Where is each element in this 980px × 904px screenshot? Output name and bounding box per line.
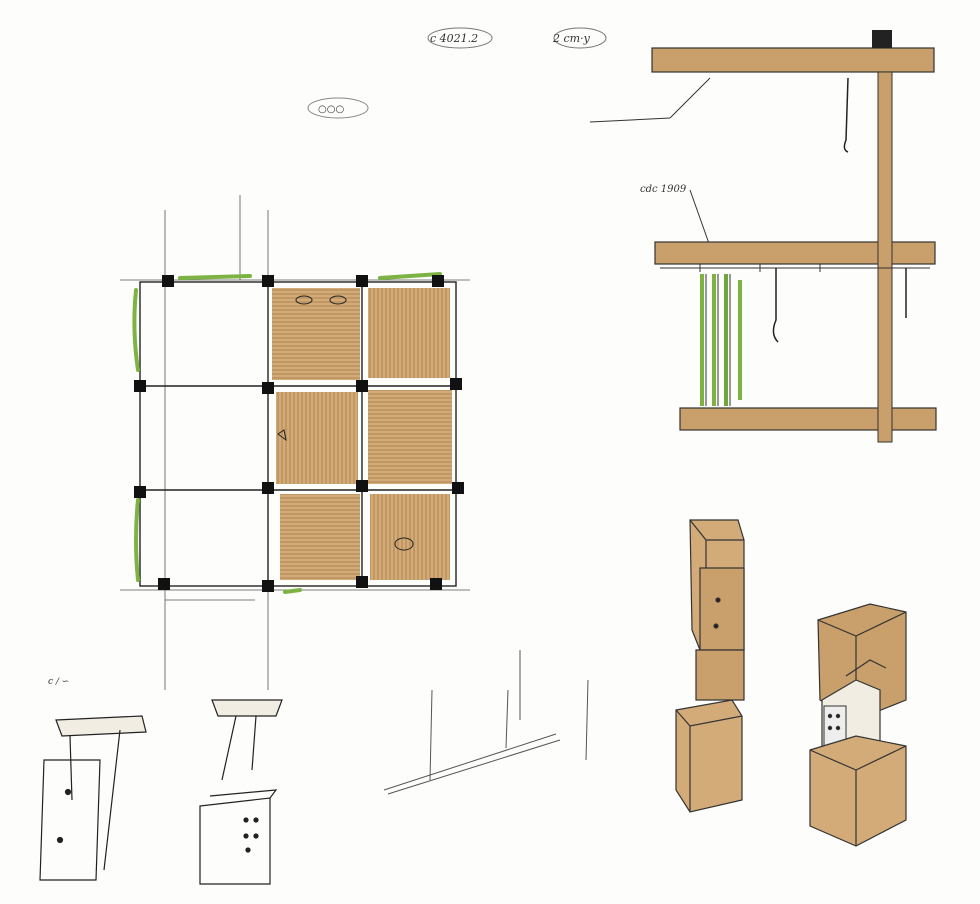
plan-grid — [139, 281, 457, 587]
leader-line-1 — [589, 117, 671, 123]
plan-posts — [134, 275, 464, 592]
bracket-detail-2 — [199, 699, 283, 885]
timber-post-joint-1 — [675, 519, 745, 813]
floor-panel-4 — [368, 390, 452, 484]
top-annotations: c 4021.2 2 cm·y ○○○ — [307, 27, 607, 119]
note-detail-scribble: c ∕ ∽ — [48, 677, 69, 687]
green-wall-slats — [700, 274, 742, 406]
upper-joists — [660, 264, 930, 272]
bracket-detail-1 — [39, 715, 147, 881]
floor-panel-3 — [276, 392, 358, 484]
note-section-label: cdc 1909 — [640, 184, 687, 195]
floor-panel-2 — [368, 288, 450, 378]
note-floor-scribble: ○○○ — [318, 104, 344, 115]
timber-floor-panels — [272, 288, 452, 580]
note-top-right: 2 cm·y — [552, 32, 591, 45]
floor-panel-6 — [370, 494, 450, 580]
note-top-left: c 4021.2 — [430, 32, 478, 45]
floor-plan — [120, 195, 470, 690]
hanging-elements — [772, 77, 907, 343]
moss-edges — [132, 272, 442, 594]
section-column — [877, 71, 893, 443]
roof-beam — [651, 47, 935, 73]
floor-panel-5 — [280, 494, 360, 580]
floor-panel-1 — [272, 288, 360, 380]
bracket-details: c ∕ ∽ — [39, 650, 589, 885]
lower-floor-beam — [679, 407, 937, 431]
roof-cap — [872, 30, 892, 48]
plan-figures — [277, 295, 414, 551]
section-elevation: cdc 1909 — [589, 30, 937, 443]
timber-post-joint-2 — [809, 603, 907, 847]
perspective-lines — [383, 650, 589, 795]
upper-floor-beam — [654, 241, 936, 265]
